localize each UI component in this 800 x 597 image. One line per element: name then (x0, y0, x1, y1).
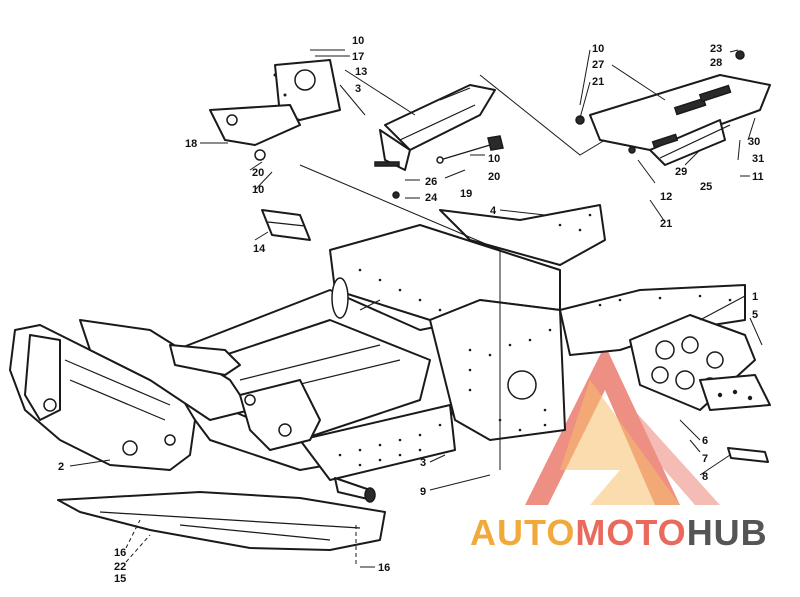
callout-21: 21 (592, 76, 604, 88)
watermark-text: AUTOMOTOHUB (470, 512, 768, 553)
callout-14: 14 (253, 243, 266, 255)
callout-labels: 10 17 13 3 18 20 10 10 20 26 19 24 4 14 … (58, 35, 764, 585)
rivet-dots (338, 213, 732, 467)
steering-support-plate (629, 314, 771, 411)
watermark-auto: AUTO (470, 512, 575, 553)
watermark-hub: HUB (687, 512, 768, 553)
fastener-group-center (392, 135, 504, 199)
strap-plate (727, 447, 769, 463)
callout-16: 16 (114, 547, 126, 559)
callout-10: 10 (488, 153, 500, 165)
callout-7: 7 (702, 453, 708, 465)
callout-15: 15 (114, 573, 126, 585)
callout-3: 3 (355, 83, 361, 95)
callout-22: 22 (114, 561, 126, 573)
callout-5: 5 (752, 309, 758, 321)
front-bumper-bracket (9, 324, 196, 471)
callout-23: 23 (710, 43, 722, 55)
callout-1: 1 (752, 291, 758, 303)
callout-12: 12 (660, 191, 672, 203)
main-chassis-frame (149, 204, 746, 481)
callout-31: 31 (752, 153, 764, 165)
axle-tube (334, 477, 376, 503)
callout-18: 18 (185, 138, 197, 150)
leader-lines (69, 49, 763, 568)
callout-6: 6 (702, 435, 708, 447)
callout-17: 17 (352, 51, 364, 63)
belly-pan-plate (57, 491, 386, 551)
callout-28: 28 (710, 57, 722, 69)
watermark-triangle-logo (525, 345, 720, 505)
callout-8: 8 (702, 471, 708, 483)
callout-30: 30 (748, 136, 760, 148)
callout-16: 16 (378, 562, 390, 574)
callout-10: 10 (352, 35, 364, 47)
callout-19: 19 (460, 188, 472, 200)
callout-10: 10 (252, 184, 264, 196)
callout-2: 2 (58, 461, 64, 473)
callout-13: 13 (355, 66, 367, 78)
callout-29: 29 (675, 166, 687, 178)
svg-text:AUTOMOTOHUB: AUTOMOTOHUB (470, 512, 768, 553)
steering-linkage (79, 319, 321, 451)
callout-20: 20 (488, 171, 500, 183)
callout-20: 20 (252, 167, 264, 179)
callout-24: 24 (425, 192, 438, 204)
callout-27: 27 (592, 59, 604, 71)
callout-11: 11 (752, 171, 764, 183)
steering-post-bracket-left (209, 59, 341, 161)
console-bracket-right (575, 50, 771, 166)
mount-bracket-small (261, 209, 311, 241)
callout-3: 3 (420, 457, 426, 469)
watermark-moto: MOTO (575, 512, 686, 553)
callout-26: 26 (425, 176, 437, 188)
callout-25: 25 (700, 181, 712, 193)
callout-9: 9 (420, 486, 426, 498)
callout-21: 21 (660, 218, 672, 230)
callout-10: 10 (592, 43, 604, 55)
steering-post-bracket-center (374, 84, 496, 171)
callout-4: 4 (490, 205, 497, 217)
